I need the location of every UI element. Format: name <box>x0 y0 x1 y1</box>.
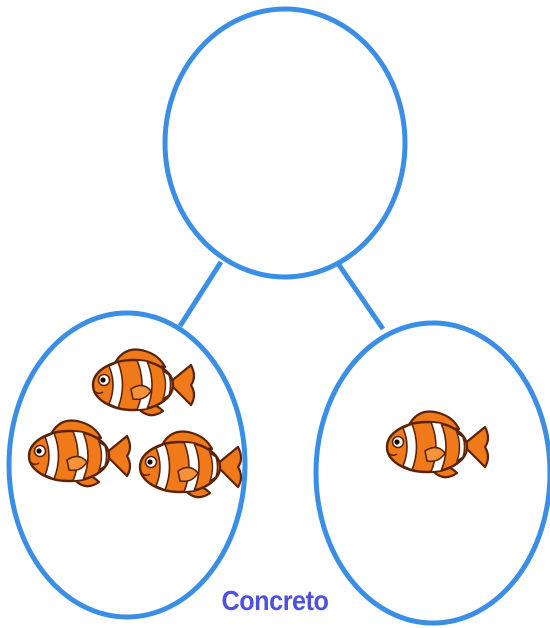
part-circle-right <box>313 320 550 626</box>
connector-line-left <box>177 260 224 328</box>
connector-line-right <box>334 260 386 331</box>
part-circle-left <box>6 310 248 620</box>
caption-label: Concreto <box>221 585 329 616</box>
clownfish-icon <box>385 410 490 479</box>
clownfish-icon <box>138 430 243 499</box>
clownfish-icon <box>91 348 196 417</box>
whole-circle <box>162 6 408 280</box>
clownfish-icon <box>27 419 132 488</box>
